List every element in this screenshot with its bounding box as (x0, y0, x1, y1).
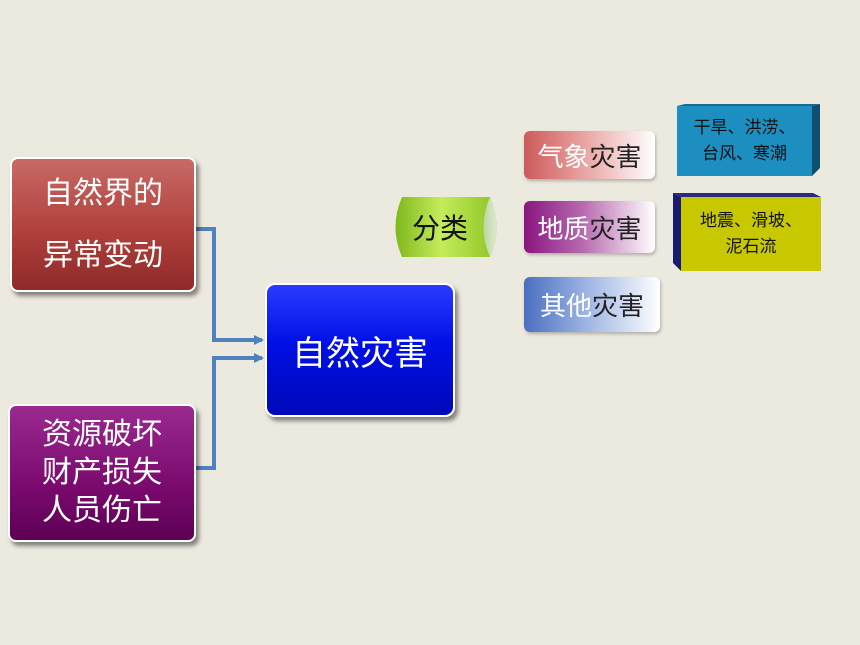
cause-box-abnormal-change: 自然界的 异常变动 (10, 157, 196, 292)
type-other-suffix: 灾害 (592, 292, 645, 322)
cause-resource-line3: 人员伤亡 (42, 493, 162, 528)
classify-label: 分类 (411, 212, 468, 245)
type-geology-prefix: 地质 (537, 214, 590, 245)
center-box-natural-disaster: 自然灾害 (265, 283, 455, 417)
arrow-from-resource (196, 353, 264, 470)
cause-box-damage: 资源破坏 财产损失 人员伤亡 (8, 404, 196, 542)
cause-abnormal-line2: 异常变动 (43, 237, 163, 273)
type-other-disaster: 其他灾害 (524, 277, 660, 332)
weather-examples-box: 干旱、洪涝、 台风、寒潮 (677, 104, 820, 176)
type-weather-suffix: 灾害 (589, 142, 642, 173)
drum-shape (395, 197, 497, 257)
geology-examples-line2: 泥石流 (725, 237, 777, 257)
type-weather-prefix: 气象 (537, 142, 590, 173)
weather-examples-line1: 干旱、洪涝、 (693, 118, 796, 138)
arrow-from-abnormal (196, 227, 264, 345)
geology-box-shape (673, 193, 821, 271)
weather-box-shape (677, 104, 820, 176)
cause-abnormal-line1: 自然界的 (43, 175, 163, 211)
geology-examples-box: 地震、滑坡、 泥石流 (673, 193, 821, 271)
type-geology-suffix: 灾害 (589, 214, 642, 245)
cause-resource-line2: 财产损失 (42, 455, 162, 490)
type-weather-disaster: 气象灾害 (524, 131, 655, 179)
weather-examples-line2: 台风、寒潮 (702, 144, 787, 164)
center-label: 自然灾害 (292, 333, 428, 374)
cause-resource-line1: 资源破坏 (42, 417, 162, 452)
geology-examples-line1: 地震、滑坡、 (700, 211, 802, 231)
type-geology-disaster: 地质灾害 (524, 201, 655, 253)
classify-drum: 分类 (390, 195, 505, 259)
type-other-prefix: 其他 (539, 292, 592, 322)
